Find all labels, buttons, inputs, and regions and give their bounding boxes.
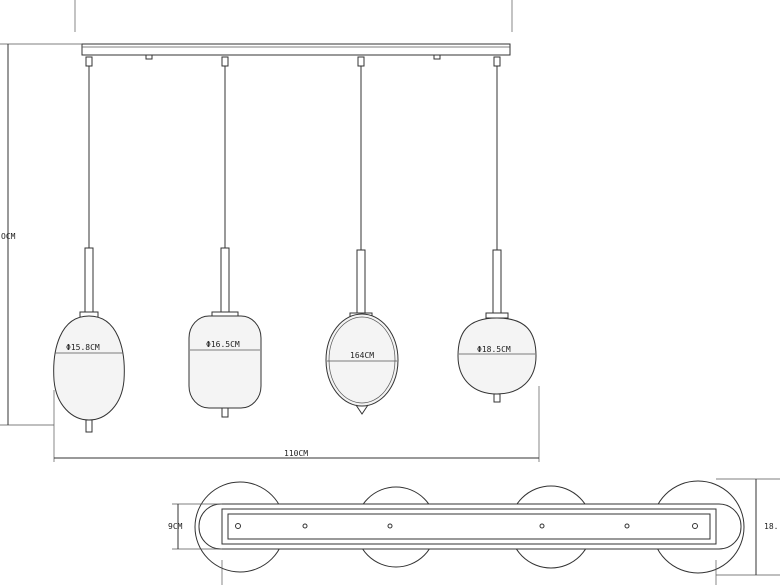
lamp-cap bbox=[485, 312, 509, 319]
cable-grip bbox=[357, 56, 365, 67]
width-dimension-label: 110CM bbox=[284, 449, 308, 458]
front-view: OCM Φ15.8CM Φ16.5CM bbox=[0, 0, 540, 462]
lamp-1-diameter-label: Φ15.8CM bbox=[66, 343, 100, 352]
pendant-lamp-4: Φ18.5CM bbox=[457, 56, 537, 403]
mount-screw bbox=[235, 523, 241, 529]
canopy-plate-outline bbox=[198, 503, 742, 550]
mount-screw bbox=[692, 523, 698, 529]
right-dimension-label: 18. bbox=[764, 522, 778, 531]
cable-grip bbox=[493, 56, 501, 67]
mount-screw bbox=[624, 523, 630, 529]
canopy-bar bbox=[81, 43, 511, 56]
pendant-lamp-1: Φ15.8CM bbox=[53, 56, 125, 433]
glass-shade bbox=[325, 313, 399, 407]
lamp-2-diameter-label: Φ16.5CM bbox=[206, 340, 240, 349]
lamp-finial bbox=[355, 404, 369, 415]
pendant-lamp-3: 164CM bbox=[325, 56, 399, 415]
lamp-3-dimension-label: 164CM bbox=[350, 351, 374, 360]
pendant-lamp-2: Φ16.5CM bbox=[188, 56, 262, 418]
top-view: 9CM 18. bbox=[168, 478, 780, 585]
canopy-plate-inner bbox=[227, 513, 711, 540]
canopy-screw bbox=[145, 54, 153, 60]
glass-shade bbox=[457, 317, 537, 395]
lamp-stem bbox=[492, 249, 502, 314]
lamp-4-diameter-label: Φ18.5CM bbox=[477, 345, 511, 354]
mount-screw bbox=[539, 523, 545, 529]
glass-shade bbox=[53, 315, 125, 421]
cable-grip bbox=[221, 56, 229, 67]
lamp-stem bbox=[220, 247, 230, 313]
lamp-stem bbox=[84, 247, 94, 313]
lamp-finial bbox=[85, 419, 93, 433]
depth-dimension-label: 9CM bbox=[168, 522, 183, 531]
mount-screw bbox=[387, 523, 393, 529]
glass-shade bbox=[188, 315, 262, 409]
lamp-stem bbox=[356, 249, 366, 314]
glass-shade-inner bbox=[328, 316, 396, 404]
cable-grip bbox=[85, 56, 93, 67]
lamp-finial bbox=[493, 393, 501, 403]
canopy-plate bbox=[221, 508, 717, 545]
height-dimension-label: OCM bbox=[1, 232, 16, 241]
lamp-finial bbox=[221, 407, 229, 418]
canopy-screw bbox=[433, 54, 441, 60]
mount-screw bbox=[302, 523, 308, 529]
